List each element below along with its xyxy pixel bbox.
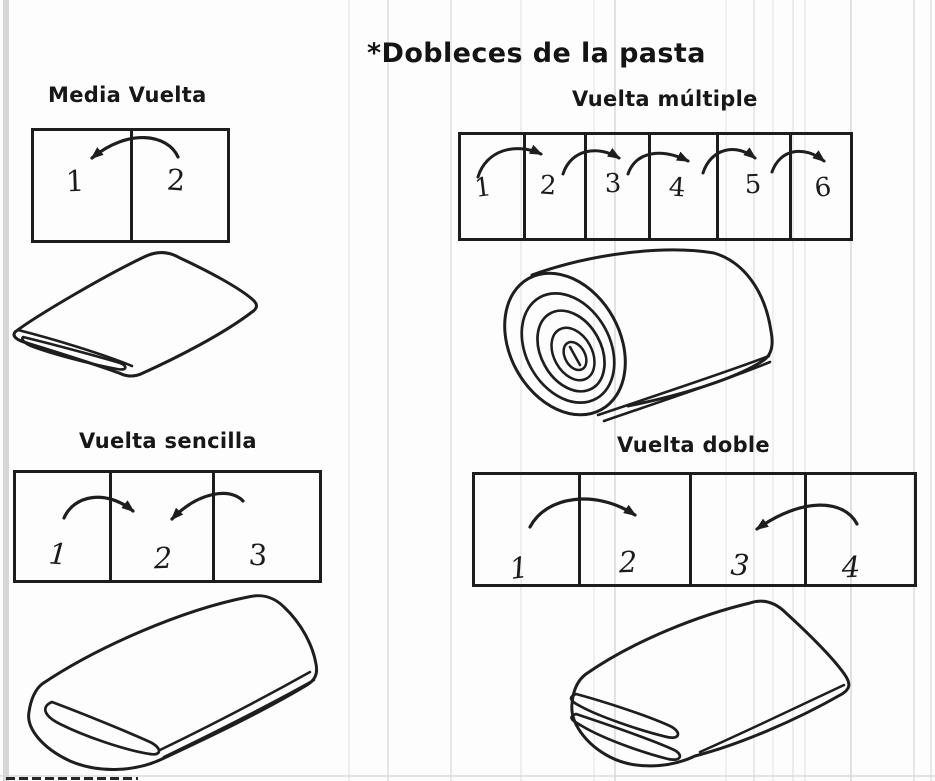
dough-rolled-up-illustration [503, 248, 774, 423]
fold-divider [212, 472, 215, 581]
dough-folded-in-half-illustration [12, 251, 258, 378]
fold-diagram-frame [13, 470, 322, 583]
scan-artifact-dashes [6, 777, 138, 780]
scan-artifact-line [614, 0, 616, 781]
scan-artifact-line [753, 0, 755, 781]
segment-number: 2 [153, 540, 173, 576]
fold-divider [789, 134, 792, 239]
fold-divider [804, 474, 807, 585]
fold-divider [578, 474, 581, 585]
scan-artifact-line [450, 0, 452, 781]
fold-divider [689, 474, 692, 585]
scan-artifact-line [348, 0, 350, 781]
segment-number: 2 [618, 544, 638, 580]
section-title: Vuelta doble [617, 433, 770, 457]
segment-number: 3 [604, 168, 622, 200]
page-title: *Dobleces de la pasta [367, 38, 706, 69]
scan-artifact-line [593, 0, 595, 781]
segment-number: 1 [472, 172, 494, 204]
scan-artifact-line [725, 0, 727, 781]
fold-divider [716, 134, 719, 239]
dough-double-fold-illustration [569, 599, 851, 768]
scan-artifact-line [792, 0, 794, 781]
fold-divider [648, 134, 651, 239]
scan-artifact-line [913, 0, 915, 781]
segment-number: 4 [841, 549, 861, 585]
segment-number: 5 [744, 169, 762, 201]
fold-divider [109, 472, 112, 581]
scan-edge-strip [3, 0, 9, 781]
segment-number: 6 [812, 172, 834, 204]
segment-number: 2 [165, 162, 187, 198]
fold-diagram-frame [31, 128, 230, 243]
segment-number: 4 [667, 172, 687, 204]
segment-number: 3 [247, 537, 269, 573]
fold-divider [584, 134, 587, 239]
segment-number: 1 [47, 536, 69, 572]
scan-artifact-line [387, 0, 389, 781]
segment-number: 1 [507, 550, 531, 586]
fold-diagram-frame [458, 132, 853, 241]
scan-artifact-line [930, 0, 932, 781]
section-title: Vuelta múltiple [572, 87, 758, 111]
segment-number: 3 [729, 547, 751, 583]
scan-artifact-line [520, 0, 522, 781]
scan-artifact-line [804, 0, 806, 781]
fold-divider [130, 130, 133, 241]
scan-artifact-line [772, 0, 774, 781]
dough-trifold-illustration [27, 594, 319, 771]
section-title: Media Vuelta [48, 83, 207, 107]
segment-number: 2 [538, 170, 558, 202]
scan-artifact-line [850, 0, 852, 781]
section-title: Vuelta sencilla [79, 429, 257, 453]
fold-divider [523, 134, 526, 239]
segment-number: 1 [65, 163, 85, 199]
scan-artifact-line [0, 775, 935, 777]
